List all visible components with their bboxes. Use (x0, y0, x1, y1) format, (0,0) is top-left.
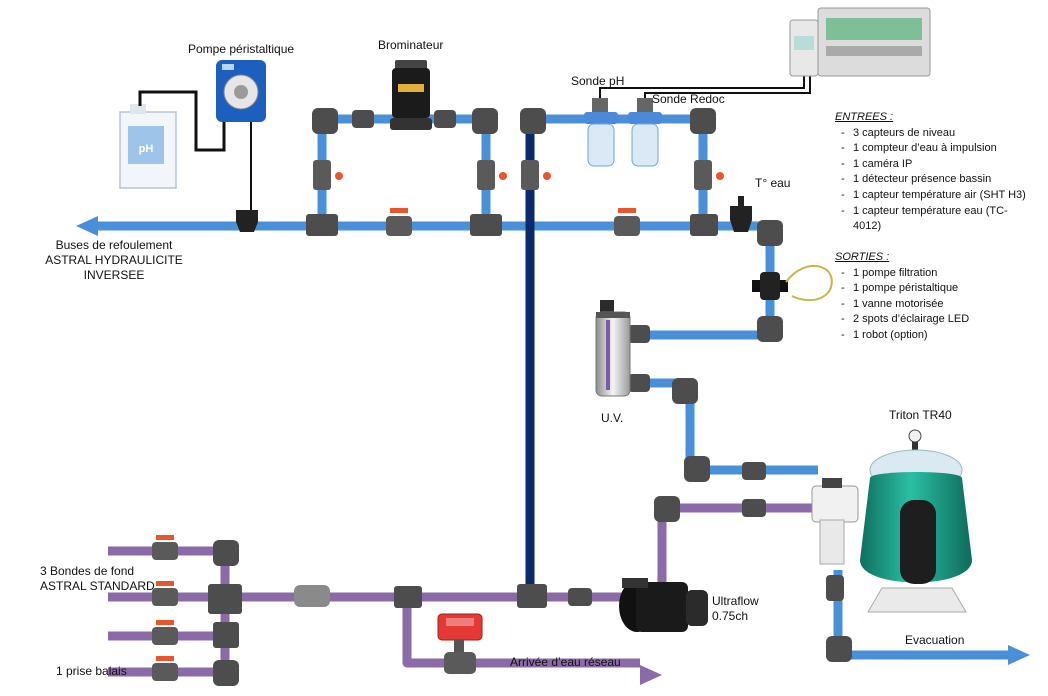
peristaltic-pump-label: Pompe péristaltique (188, 42, 295, 56)
union (826, 575, 844, 601)
elbow (213, 540, 239, 566)
list-item: 1 caméra IP (841, 157, 1026, 173)
filter-label: Triton TR40 (889, 408, 952, 422)
water-meter (752, 264, 833, 302)
sand-filter (860, 429, 972, 613)
probe-holders (584, 98, 662, 167)
bottom-drains-label: 3 Bondes de fond ASTRAL STANDARD (40, 564, 155, 593)
ball-valves (152, 208, 640, 681)
union (628, 374, 650, 392)
uv-label: U.V. (601, 411, 624, 425)
union (742, 462, 766, 480)
union (434, 110, 456, 128)
list-item: 1 capteur température eau (TC- (841, 204, 1026, 220)
mains-water-arrow (640, 665, 662, 685)
uv-return-pipe (640, 378, 818, 475)
list-item: 3 capteurs de niveau (841, 126, 1026, 142)
elbow (654, 496, 680, 522)
list-item: 1 vanne motorisée (841, 297, 969, 313)
elbow (690, 108, 716, 134)
mains-water-pipe (402, 600, 640, 668)
mains-water-label: Arrivée d’eau réseau (510, 655, 621, 669)
list-item: 1 pompe péristaltique (841, 281, 969, 297)
union (568, 588, 592, 606)
union (742, 499, 766, 517)
uv-lamp (595, 300, 631, 397)
vacuum-inlet-label: 1 prise balais (56, 664, 127, 678)
elbow (213, 660, 239, 686)
check-valve (294, 585, 330, 607)
union (352, 110, 374, 128)
outputs-title: SORTIES : (835, 251, 890, 263)
probe-cable (599, 70, 805, 98)
elbow (757, 220, 783, 246)
list-item: 1 pompe filtration (841, 266, 969, 282)
elbow (672, 378, 698, 404)
list-item: 2 spots d’éclairage LED (841, 312, 969, 328)
tee (470, 214, 502, 236)
suction-tube (138, 90, 226, 152)
brominator-label: Brominateur (378, 38, 444, 52)
elbow (472, 108, 498, 134)
filtration-pump (619, 578, 708, 632)
outputs-list: SORTIES : 1 pompe filtration 1 pompe pér… (835, 250, 969, 344)
elbow (520, 108, 546, 134)
ball-valve (152, 620, 178, 645)
navy-bypass-pipe (525, 114, 542, 597)
elbow (757, 316, 783, 342)
water-temp-label: T° eau (755, 176, 791, 190)
evacuation-arrow (1008, 645, 1030, 665)
main-pump-label: Ultraflow 0.75ch (712, 594, 759, 623)
peristaltic-pump (216, 60, 266, 122)
injection-point (236, 120, 258, 232)
tee (306, 214, 338, 236)
ball-valve (152, 535, 178, 560)
return-nozzles-label: Buses de refoulement ASTRAL HYDRAULICITE… (45, 238, 183, 282)
vertical-valves (313, 160, 724, 190)
list-item: 1 compteur d’eau à impulsion (841, 141, 1026, 157)
tee (394, 586, 422, 608)
multiport-valve (811, 478, 859, 565)
pump-to-filter-pipe (657, 503, 820, 590)
list-item: 1 robot (option) (841, 328, 969, 344)
controller-modules (789, 7, 931, 77)
elbow (684, 456, 710, 482)
svg-text:pH: pH (139, 143, 154, 155)
return-arrow (76, 216, 98, 236)
chemical-canister: pH (119, 104, 177, 189)
probe-cable (644, 70, 811, 98)
brominator-device (390, 60, 432, 130)
tee (517, 584, 547, 608)
elbow (826, 636, 852, 662)
cross (208, 584, 242, 614)
ball-valve (152, 581, 178, 606)
list-item: 1 capteur température air (SHT H3) (841, 188, 1026, 204)
inputs-list: ENTREES : 3 capteurs de niveau 1 compteu… (835, 110, 1026, 235)
fittings (208, 108, 852, 686)
motorized-valve (437, 613, 483, 674)
ball-valve (386, 208, 412, 236)
tee (213, 622, 239, 648)
evacuation-label: Evacuation (905, 633, 965, 647)
ph-probe-label: Sonde pH (571, 74, 625, 88)
temperature-sensor-fitting (730, 196, 752, 232)
tee (690, 214, 718, 236)
ball-valve (614, 208, 640, 236)
union (628, 325, 650, 343)
list-item: 1 détecteur présence bassin (841, 172, 1026, 188)
redox-probe-label: Sonde Redoc (652, 92, 725, 106)
elbow (312, 108, 338, 134)
list-item-continuation: 4012) (853, 220, 882, 233)
inputs-title: ENTREES : (835, 111, 894, 123)
ball-valve (152, 656, 178, 681)
uv-supply-pipe (640, 221, 775, 340)
